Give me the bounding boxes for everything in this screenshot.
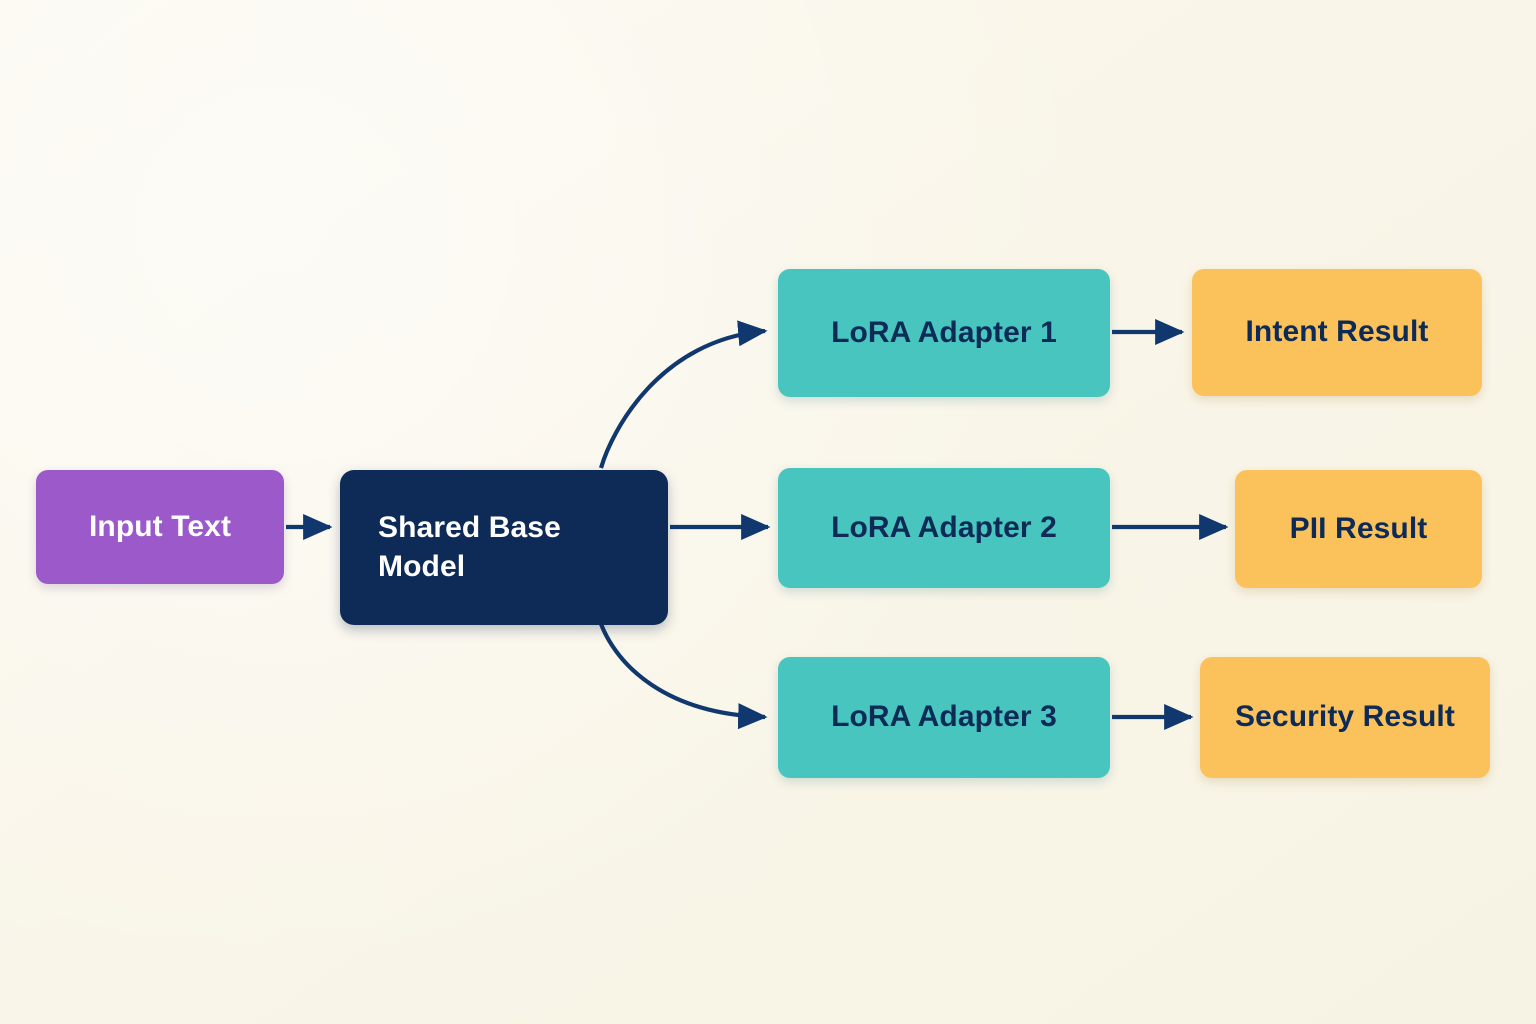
- node-shared-base-model-label: Shared Base Model: [378, 509, 648, 586]
- node-intent-result-label: Intent Result: [1245, 315, 1429, 349]
- node-lora-adapter-1[interactable]: LoRA Adapter 1: [778, 269, 1110, 397]
- node-lora-adapter-3-label: LoRA Adapter 3: [831, 700, 1057, 734]
- node-lora-adapter-3[interactable]: LoRA Adapter 3: [778, 657, 1110, 778]
- node-security-result[interactable]: Security Result: [1200, 657, 1490, 778]
- node-shared-base-model-line1: Shared Base: [378, 511, 561, 545]
- node-pii-result-label: PII Result: [1289, 511, 1428, 545]
- node-input-text[interactable]: Input Text: [36, 470, 284, 584]
- node-security-result-label: Security Result: [1235, 700, 1455, 734]
- node-lora-adapter-2[interactable]: LoRA Adapter 2: [778, 468, 1110, 588]
- node-input-text-label: Input Text: [88, 509, 232, 543]
- node-lora-adapter-1-label: LoRA Adapter 1: [831, 315, 1057, 349]
- node-intent-result[interactable]: Intent Result: [1192, 269, 1482, 396]
- node-lora-adapter-2-label: LoRA Adapter 2: [831, 510, 1057, 544]
- edge-base-to-adapter1: [598, 320, 768, 469]
- node-shared-base-model-line2: Model: [378, 549, 466, 583]
- edge-base-to-adapter3: [599, 623, 768, 730]
- node-pii-result[interactable]: PII Result: [1235, 470, 1482, 588]
- node-shared-base-model[interactable]: Shared Base Model: [340, 470, 668, 625]
